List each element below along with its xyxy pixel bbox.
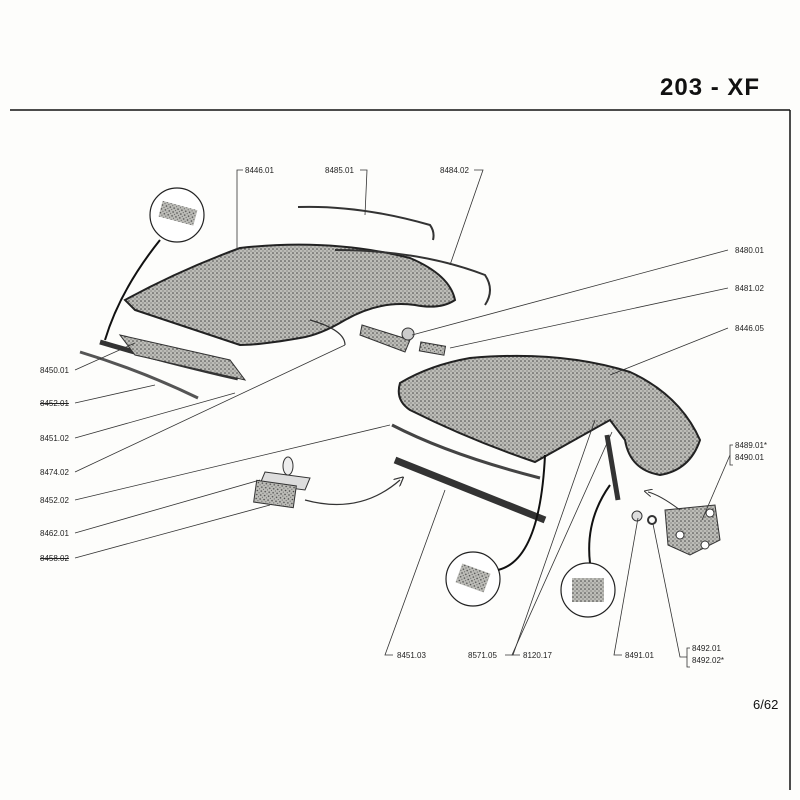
- detail-circle-block: [560, 484, 616, 618]
- page-number: 6/62: [753, 697, 779, 712]
- part-label-8484-02: 8484.02: [440, 166, 469, 175]
- frame-border: [10, 109, 791, 790]
- part-label-8571-05: 8571.05: [468, 651, 497, 660]
- part-label-8491-01: 8491.01: [625, 651, 654, 660]
- part-label-8446-01: 8446.01: [245, 166, 274, 175]
- part-label-8452-02: 8452.02: [40, 496, 69, 505]
- leader-lines: [74, 169, 733, 668]
- part-label-8481-02: 8481.02: [735, 284, 764, 293]
- part-label-8489-01: 8489.01*: [735, 441, 768, 450]
- part-label-8458-02: 8458.02: [40, 554, 69, 563]
- cable-8474: [309, 319, 346, 346]
- strip-8120: [604, 434, 621, 501]
- part-label-8474-02: 8474.02: [40, 468, 69, 477]
- strip-8452-01: [79, 350, 199, 400]
- seal-8452-02: [391, 423, 541, 480]
- part-label-8462-01: 8462.01: [40, 529, 69, 538]
- part-label-8492-02: 8492.02*: [692, 656, 725, 665]
- part-label-8480-01: 8480.01: [735, 246, 764, 255]
- detail-circle-clip: [445, 454, 546, 607]
- part-label-8451-03: 8451.03: [397, 651, 426, 660]
- part-label-8450-01: 8450.01: [40, 366, 69, 375]
- rail-8484: [334, 249, 491, 306]
- latch-plate: [253, 456, 400, 509]
- rear-roof-panel: [397, 354, 702, 477]
- part-label-8492-01: 8492.01: [692, 644, 721, 653]
- side-bracket: [631, 492, 721, 556]
- seal-8451-03: [393, 456, 547, 524]
- part-label-8490-01: 8490.01: [735, 453, 764, 462]
- part-label-8120-17: 8120.17: [523, 651, 552, 660]
- part-label-8452-01: 8452.01: [40, 399, 69, 408]
- rail-8485: [297, 205, 435, 241]
- page-title: 203 - XF: [660, 74, 761, 101]
- part-label-8446-05: 8446.05: [735, 324, 764, 333]
- detail-circle-seal: [104, 187, 205, 341]
- part-label-8451-02: 8451.02: [40, 434, 69, 443]
- hinge-bracket: [359, 324, 447, 356]
- part-label-8485-01: 8485.01: [325, 166, 354, 175]
- front-roof-panel: [123, 243, 457, 347]
- strip-8451-02: [118, 334, 247, 381]
